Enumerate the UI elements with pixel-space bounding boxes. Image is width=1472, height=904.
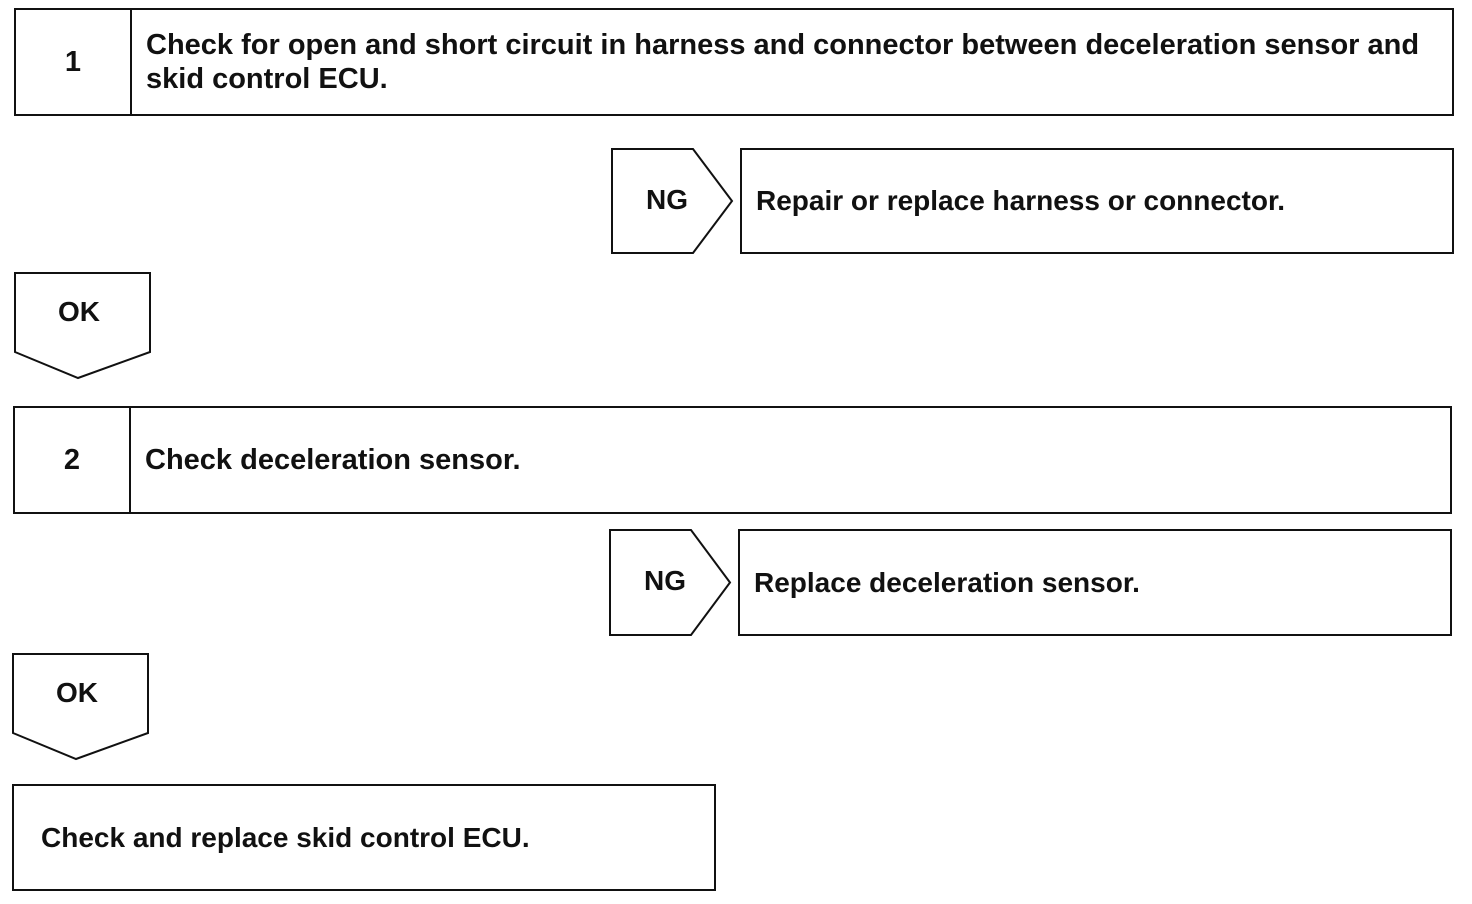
ok-1-arrow: OK — [14, 272, 152, 380]
final-action-text: Check and replace skid control ECU. — [41, 821, 530, 853]
ok-1-arrow-shape — [14, 272, 151, 380]
ng-2-arrow-shape — [609, 529, 732, 636]
ok-2-label: OK — [56, 677, 98, 708]
step-1-box: 1 Check for open and short circuit in ha… — [14, 8, 1454, 116]
ok-2-arrow-shape — [12, 653, 149, 761]
ng-2-action-text: Replace deceleration sensor. — [754, 566, 1140, 598]
ng-2-label: NG — [644, 565, 686, 596]
ng-1-label: NG — [646, 184, 688, 215]
ng-1-arrow-shape — [611, 148, 734, 254]
step-2-box: 2 Check deceleration sensor. — [13, 406, 1452, 514]
ng-2-arrow: NG — [609, 529, 733, 636]
step-2-number: 2 — [15, 408, 131, 512]
step-1-text: Check for open and short circuit in harn… — [146, 29, 1420, 95]
step-2-text: Check deceleration sensor. — [145, 444, 521, 476]
ng-1-action-text: Repair or replace harness or connector. — [756, 185, 1286, 216]
ok-1-label: OK — [58, 296, 100, 327]
ok-2-arrow: OK — [12, 653, 150, 761]
ng-1-action-box: Repair or replace harness or connector. — [740, 148, 1454, 254]
ng-1-arrow: NG — [611, 148, 735, 254]
step-1-number: 1 — [16, 10, 132, 114]
ng-2-action-box: Replace deceleration sensor. — [738, 529, 1452, 636]
final-action-box: Check and replace skid control ECU. — [12, 784, 716, 891]
